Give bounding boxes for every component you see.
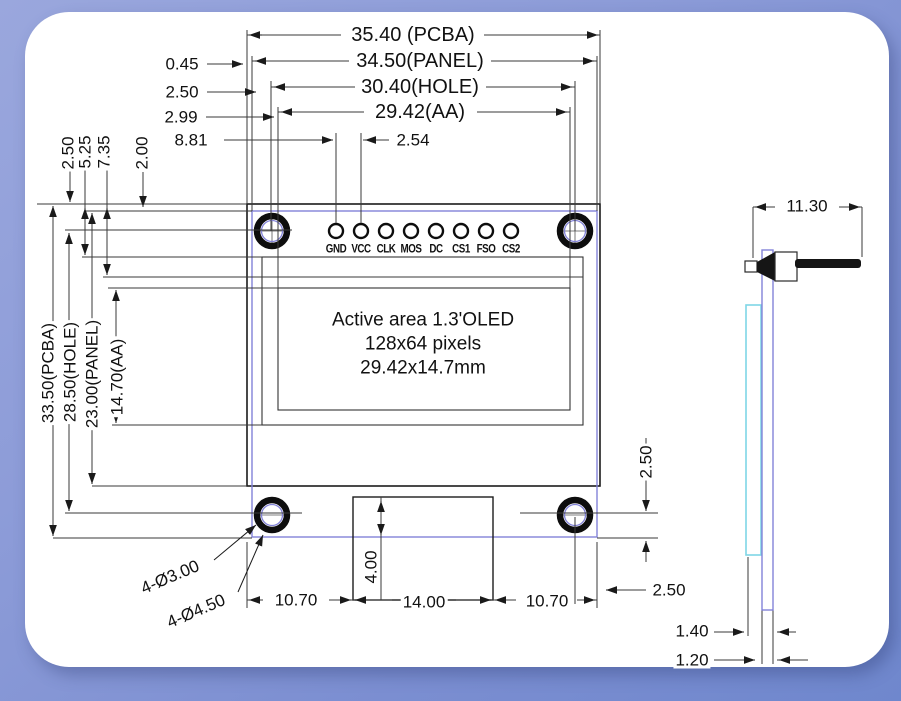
side-view — [744, 249, 861, 611]
dim-top-offset-525: 5.25 — [75, 133, 95, 171]
dim-pin-pitch: 2.54 — [394, 130, 432, 150]
dim-top-offset-200: 2.00 — [132, 134, 152, 172]
dim-pcba-height: 33.50(PCBA) — [38, 320, 58, 426]
hole-bottom-left — [253, 496, 291, 534]
pin-row — [327, 222, 520, 240]
pin-label-vcc: VCC — [351, 243, 371, 256]
side-pin — [795, 259, 861, 268]
side-glass — [745, 304, 762, 556]
dim-top-offset-735: 7.35 — [94, 133, 114, 171]
pin-label-dc: DC — [429, 243, 443, 256]
pin-label-mos: MOS — [400, 243, 422, 256]
side-solder-pad — [744, 260, 758, 273]
dim-glass-thickness: 1.40 — [673, 621, 711, 641]
side-pcb — [761, 249, 774, 611]
dim-hole-height: 28.50(HOLE) — [60, 319, 80, 425]
dim-bottom-left: 10.70 — [272, 590, 320, 610]
dim-pcb-thickness: 1.20 — [673, 650, 711, 670]
dim-pcba-width: 35.40 (PCBA) — [349, 24, 477, 46]
dimension-lines — [37, 30, 863, 664]
pin-label-clk: CLK — [376, 243, 396, 256]
dimension-arrows — [49, 31, 860, 664]
pin-label-cs1: CS1 — [452, 243, 470, 256]
dim-top-offset-250: 2.50 — [58, 134, 78, 172]
hole-top-left — [253, 212, 291, 250]
dim-panel-width: 34.50(PANEL) — [354, 50, 486, 72]
dim-pin-offset: 8.81 — [172, 130, 210, 150]
display-area-line1: Active area 1.3'OLED — [331, 309, 515, 331]
board-outline — [246, 203, 601, 601]
dim-bottom-right: 10.70 — [523, 591, 571, 611]
dim-corner-horizontal: 2.50 — [650, 580, 688, 600]
pin-label-fso: FSO — [476, 243, 496, 256]
dim-corner-vertical: 2.50 — [636, 443, 656, 481]
dim-hole-width: 30.40(HOLE) — [359, 76, 481, 98]
dim-aa-width: 29.42(AA) — [372, 101, 468, 123]
dim-side-width: 11.30 — [784, 196, 830, 216]
display-area-line3: 29.42x14.7mm — [360, 357, 486, 379]
side-pin-housing — [774, 251, 798, 282]
side-pin-wedge — [757, 252, 775, 281]
dim-edge-250: 2.50 — [163, 82, 201, 102]
pin-label-gnd: GND — [325, 243, 347, 256]
dim-bottom-center: 14.00 — [400, 592, 448, 612]
dim-edge-045: 0.45 — [163, 54, 201, 74]
dim-aa-height: 14.70(AA) — [107, 336, 127, 418]
dim-panel-height: 23.00(PANEL) — [82, 317, 102, 431]
dim-notch-height: 4.00 — [361, 548, 381, 586]
pin-label-cs2: CS2 — [502, 243, 520, 256]
dim-edge-299: 2.99 — [162, 107, 200, 127]
display-area-line2: 128x64 pixels — [364, 333, 482, 355]
